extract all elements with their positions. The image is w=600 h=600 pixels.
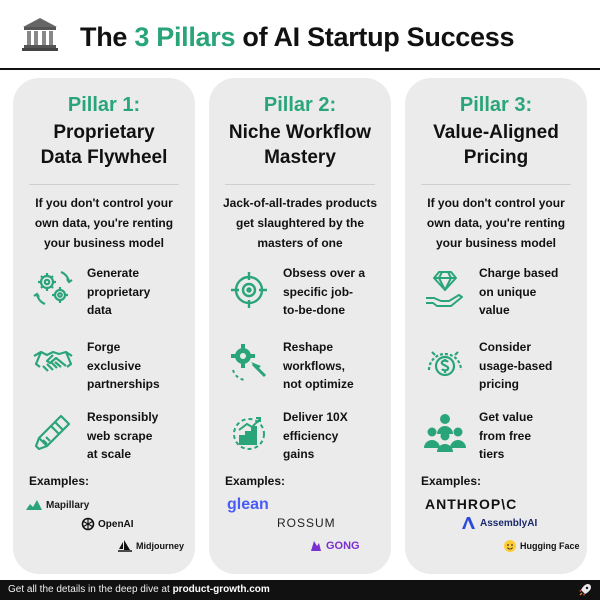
header-divider — [0, 68, 600, 70]
rocket-icon — [579, 584, 591, 596]
logo-assemblyai: AssemblyAI — [461, 516, 537, 530]
page-title: The 3 Pillars of AI Startup Success — [80, 22, 515, 52]
examples-label: Examples: — [29, 474, 90, 488]
midjourney-sail-icon — [118, 540, 132, 552]
target-crosshair-icon — [227, 266, 271, 310]
pillar-description: If you don't control your own data, you'… — [426, 196, 566, 250]
logo-midjourney: Midjourney — [117, 539, 184, 553]
diamond-hand-icon — [423, 266, 467, 310]
pillar-description: Jack-of-all-trades products get slaughte… — [222, 196, 378, 250]
handshake-icon — [31, 340, 75, 384]
pillar-label: Pillar 2: — [263, 94, 337, 116]
logo-openai: OpenAI — [81, 517, 134, 531]
logo-mapillary: Mapillary — [25, 498, 89, 512]
hugging-face-emoji-icon — [504, 540, 516, 552]
temple-icon — [22, 18, 58, 51]
people-group-icon — [423, 410, 467, 454]
scraper-tool-icon — [31, 410, 75, 454]
card-divider — [225, 184, 375, 185]
logo-hugging-face: Hugging Face — [503, 539, 580, 553]
pillar-title: Value-Aligned Pricing — [433, 122, 559, 168]
logo-glean: glean — [227, 496, 269, 513]
footer-text: Get all the details in the deep dive at … — [8, 584, 270, 595]
pillar-label: Pillar 1: — [67, 94, 141, 116]
pillar-card-1: Pillar 1: Proprietary Data Flywheel If y… — [13, 78, 195, 574]
examples-label: Examples: — [225, 474, 286, 488]
growth-chart-gear-icon — [227, 410, 271, 454]
assemblyai-mark-icon — [462, 517, 475, 529]
footer-link[interactable]: product-growth.com — [172, 584, 270, 595]
dollar-gauge-icon — [423, 340, 467, 384]
mapillary-mark-icon — [26, 500, 42, 510]
examples-label: Examples: — [421, 474, 482, 488]
pillar-title: Niche Workflow Mastery — [228, 122, 372, 168]
logo-anthropic: ANTHROP\C — [425, 496, 518, 512]
openai-mark-icon — [81, 517, 95, 531]
header: The 3 Pillars of AI Startup Success — [0, 0, 600, 68]
logo-gong: GONG — [309, 539, 360, 553]
gear-cursor-icon — [227, 340, 271, 384]
pillar-card-2: Pillar 2: Niche Workflow Mastery Jack-of… — [209, 78, 391, 574]
logo-rossum: ROSSUM — [277, 516, 336, 530]
pillar-title: Proprietary Data Flywheel — [40, 122, 168, 168]
gong-mark-icon — [311, 541, 321, 551]
card-divider — [421, 184, 571, 185]
card-divider — [29, 184, 179, 185]
pillar-label: Pillar 3: — [459, 94, 533, 116]
pillar-description: If you don't control your own data, you'… — [34, 196, 174, 250]
pillar-card-3: Pillar 3: Value-Aligned Pricing If you d… — [405, 78, 587, 574]
footer-bar: Get all the details in the deep dive at … — [0, 580, 600, 600]
title-accent: 3 Pillars — [134, 22, 236, 52]
gears-cycle-icon — [31, 266, 75, 310]
